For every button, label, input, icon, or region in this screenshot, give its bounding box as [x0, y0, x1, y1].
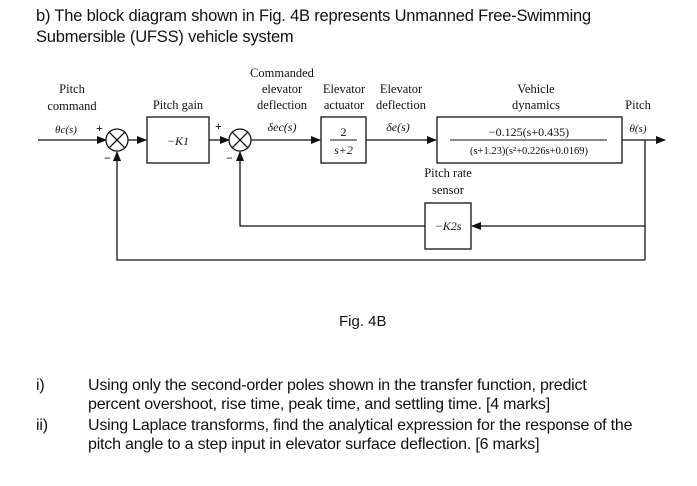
signal-delta-ec: δec(s): [268, 120, 297, 134]
actuator-numerator: 2: [341, 125, 347, 139]
question-1: i) Using only the second-order poles sho…: [36, 376, 676, 416]
signal-theta: θ(s): [629, 123, 646, 135]
label-deflection-2: deflection: [376, 98, 427, 112]
problem-intro: b) The block diagram shown in Fig. 4B re…: [36, 6, 676, 48]
label-deflection-1: Elevator: [380, 82, 423, 96]
rate-feedback-line: [236, 151, 425, 227]
label-actuator-2: actuator: [324, 98, 365, 112]
actuator-block: 2 s+2: [320, 116, 367, 164]
question-1-number: i): [36, 377, 45, 394]
sum1-plus-sign: +: [96, 121, 103, 135]
question-2: ii) Using Laplace transforms, find the a…: [36, 416, 686, 456]
label-sensor-2: sensor: [432, 183, 465, 197]
question-1-line-1: Using only the second-order poles shown …: [88, 377, 587, 394]
vehicle-numerator: −0.125(s+0.435): [489, 125, 569, 139]
label-pitch-command-1: Pitch: [59, 82, 85, 96]
label-pitch-command-2: command: [47, 99, 97, 113]
pitch-feedback-line: [113, 151, 645, 261]
sum2-plus-sign: +: [215, 119, 222, 133]
signal-delta-e: δe(s): [386, 120, 410, 134]
question-2-line-2: pitch angle to a step input in elevator …: [88, 436, 540, 453]
sensor-value: −K2s: [435, 219, 462, 233]
pitch-gain-block: −K1: [146, 116, 210, 164]
summing-junction-2: [228, 128, 252, 152]
question-2-line-1: Using Laplace transforms, find the analy…: [88, 417, 633, 434]
sum2-minus-sign: −: [226, 151, 233, 165]
vehicle-dynamics-block: −0.125(s+0.435) (s+1.23)(s²+0.226s+0.016…: [436, 116, 623, 164]
label-sensor-1: Pitch rate: [424, 166, 472, 180]
intro-line-1: b) The block diagram shown in Fig. 4B re…: [36, 7, 591, 25]
question-2-number: ii): [36, 417, 48, 434]
label-pitch-out: Pitch: [625, 98, 651, 112]
figure-caption: Fig. 4B: [339, 313, 387, 330]
pitch-gain-value: −K1: [167, 134, 189, 148]
sum1-minus-sign: −: [104, 151, 111, 165]
block-diagram: Pitch command Pitch gain Commanded eleva…: [38, 66, 666, 261]
label-vehicle-1: Vehicle: [517, 82, 555, 96]
summing-junction-1: [105, 128, 129, 152]
signal-theta-c: θc(s): [55, 124, 77, 136]
label-vehicle-2: dynamics: [512, 98, 560, 112]
label-commanded-2: elevator: [262, 82, 303, 96]
label-pitch-gain: Pitch gain: [153, 98, 204, 112]
intro-line-2: Submersible (UFSS) vehicle system: [36, 28, 294, 46]
label-commanded-3: deflection: [257, 98, 308, 112]
vehicle-denominator: (s+1.23)(s²+0.226s+0.0169): [470, 146, 589, 157]
question-1-line-2: percent overshoot, rise time, peak time,…: [88, 396, 550, 413]
pitch-rate-sensor-block: −K2s: [424, 202, 472, 250]
label-actuator-1: Elevator: [323, 82, 366, 96]
actuator-denominator: s+2: [334, 143, 353, 157]
label-commanded-1: Commanded: [250, 66, 315, 80]
